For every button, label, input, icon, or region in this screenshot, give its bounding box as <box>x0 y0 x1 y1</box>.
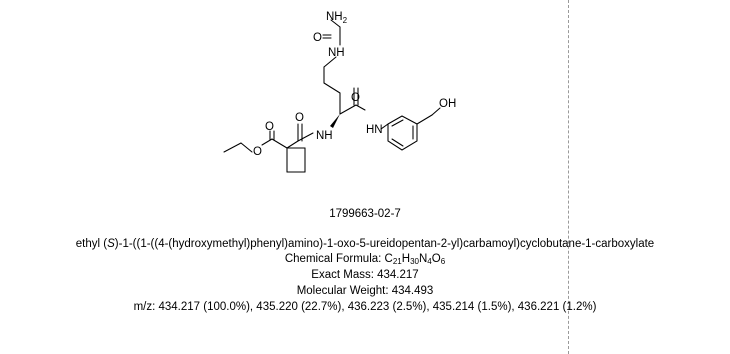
ester-oxygen-label: O <box>253 146 262 158</box>
ester-carbonyl-oxygen-label: O <box>265 121 274 133</box>
amide2-oxygen-label: O <box>295 112 304 124</box>
structure-bonds <box>223 19 441 173</box>
amide-nh-right-label: HN <box>366 124 383 136</box>
urea-oxygen-label: O <box>313 32 322 44</box>
iupac-name: ethyl (S)-1-((1-((4-(hydroxymethyl)pheny… <box>75 238 655 250</box>
amide-oxygen-label: O <box>351 92 360 104</box>
amide-nh-left-label: NH <box>316 130 333 142</box>
exact-mass: Exact Mass: 434.217 <box>311 269 419 281</box>
hydroxyl-label: OH <box>439 98 456 110</box>
stereo-descriptor: S <box>107 238 115 250</box>
nh2-label: NH2 <box>326 11 348 25</box>
chemical-formula: Chemical Formula: C21H30N4O6 <box>284 253 446 266</box>
molecular-weight: Molecular Weight: 434.493 <box>296 285 434 297</box>
mz-values: m/z: 434.217 (100.0%), 435.220 (22.7%), … <box>133 301 597 313</box>
stereo-wedge <box>330 114 340 128</box>
chemical-structure: NH2 O NH O NH HN O O O OH <box>223 11 456 173</box>
dashed-divider <box>568 0 569 354</box>
urea-nh-label: NH <box>328 47 345 59</box>
cas-number: 1799663-02-7 <box>329 208 401 220</box>
